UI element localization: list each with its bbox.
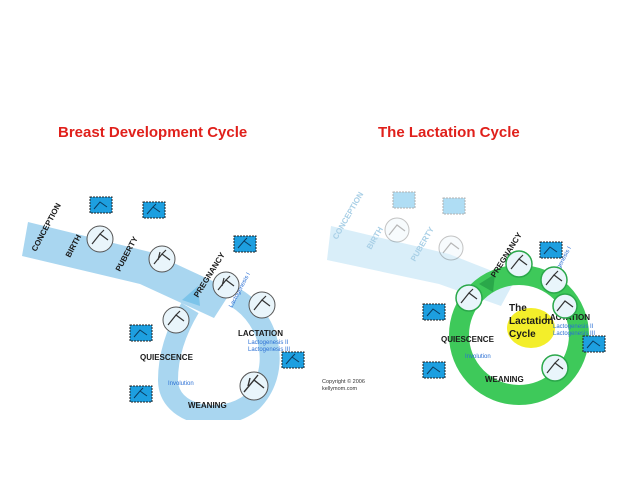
breast-development-diagram: CONCEPTION BIRTH PUBERTY PREGNANCY Lacto… <box>22 196 305 420</box>
thumbnail-pregnancy <box>539 241 563 259</box>
cycle-ring <box>157 289 280 420</box>
tissue-circle-lactation <box>552 293 578 319</box>
label-lactogenesis-3: Lactogenesis III <box>248 347 290 353</box>
center-label-line3: Cycle <box>509 329 536 340</box>
label-involution: Involution <box>465 354 491 360</box>
tissue-circle-pregnancy <box>212 271 240 299</box>
copyright-note: Copyright © 2006 kellymom.com <box>322 379 372 393</box>
label-quiescence: QUIESCENCE <box>441 335 495 344</box>
tissue-circle-quiescence <box>455 284 483 312</box>
cycle-arrow-head <box>182 286 200 306</box>
label-weaning: WEANING <box>485 375 524 384</box>
lactation-arrow-head <box>479 274 495 292</box>
thumbnail-quiescence <box>422 303 446 321</box>
label-involution: Involution <box>168 381 194 387</box>
copyright-line2: kellymom.com <box>322 386 358 392</box>
lactation-cycle-title: The Lactation Cycle <box>378 124 520 141</box>
tissue-circle-pregnancy <box>505 250 533 278</box>
tissue-circle-weaning <box>239 371 269 401</box>
thumbnail-puberty-faded <box>442 197 466 215</box>
thumbnail-weaning <box>422 361 446 379</box>
tissue-circle-puberty <box>148 245 176 273</box>
tissue-circle-birth <box>86 225 114 253</box>
thumbnail-birth-faded <box>392 191 416 209</box>
center-label-line1: The <box>509 303 527 314</box>
thumbnail-quiescence <box>129 324 153 342</box>
thumbnail-weaning <box>129 385 153 403</box>
copyright-line1: Copyright © 2006 <box>322 379 365 385</box>
center-label-line2: Lactation <box>509 316 553 327</box>
thumbnail-birth <box>89 196 113 214</box>
label-weaning: WEANING <box>188 401 227 410</box>
label-quiescence: QUIESCENCE <box>140 353 194 362</box>
tissue-circle-lactogenesis <box>248 291 276 319</box>
development-band <box>22 222 232 318</box>
lactation-cycle-diagram: The Lactation Cycle CONCEPTION BIRTH PUB… <box>327 190 606 405</box>
thumbnail-lactation <box>281 351 305 369</box>
breast-development-title: Breast Development Cycle <box>58 124 248 141</box>
thumbnail-puberty <box>142 201 166 219</box>
tissue-circle-weaning <box>541 354 569 382</box>
tissue-circle-lactogenesis <box>540 266 568 294</box>
center-highlight <box>507 308 555 348</box>
tissue-circle-puberty-faded <box>438 235 464 261</box>
label-lactogenesis-2: Lactogenesis II <box>248 340 289 346</box>
label-lactation: LACTATION <box>238 329 283 338</box>
label-lactogenesis-2: Lactogenesis II <box>553 324 594 330</box>
tissue-circle-birth-faded <box>384 217 410 243</box>
thumbnail-lactation <box>582 335 606 353</box>
thumbnail-pregnancy <box>233 235 257 253</box>
tissue-circle-quiescence <box>162 306 190 334</box>
label-lactogenesis-3: Lactogenesis III <box>553 331 595 337</box>
